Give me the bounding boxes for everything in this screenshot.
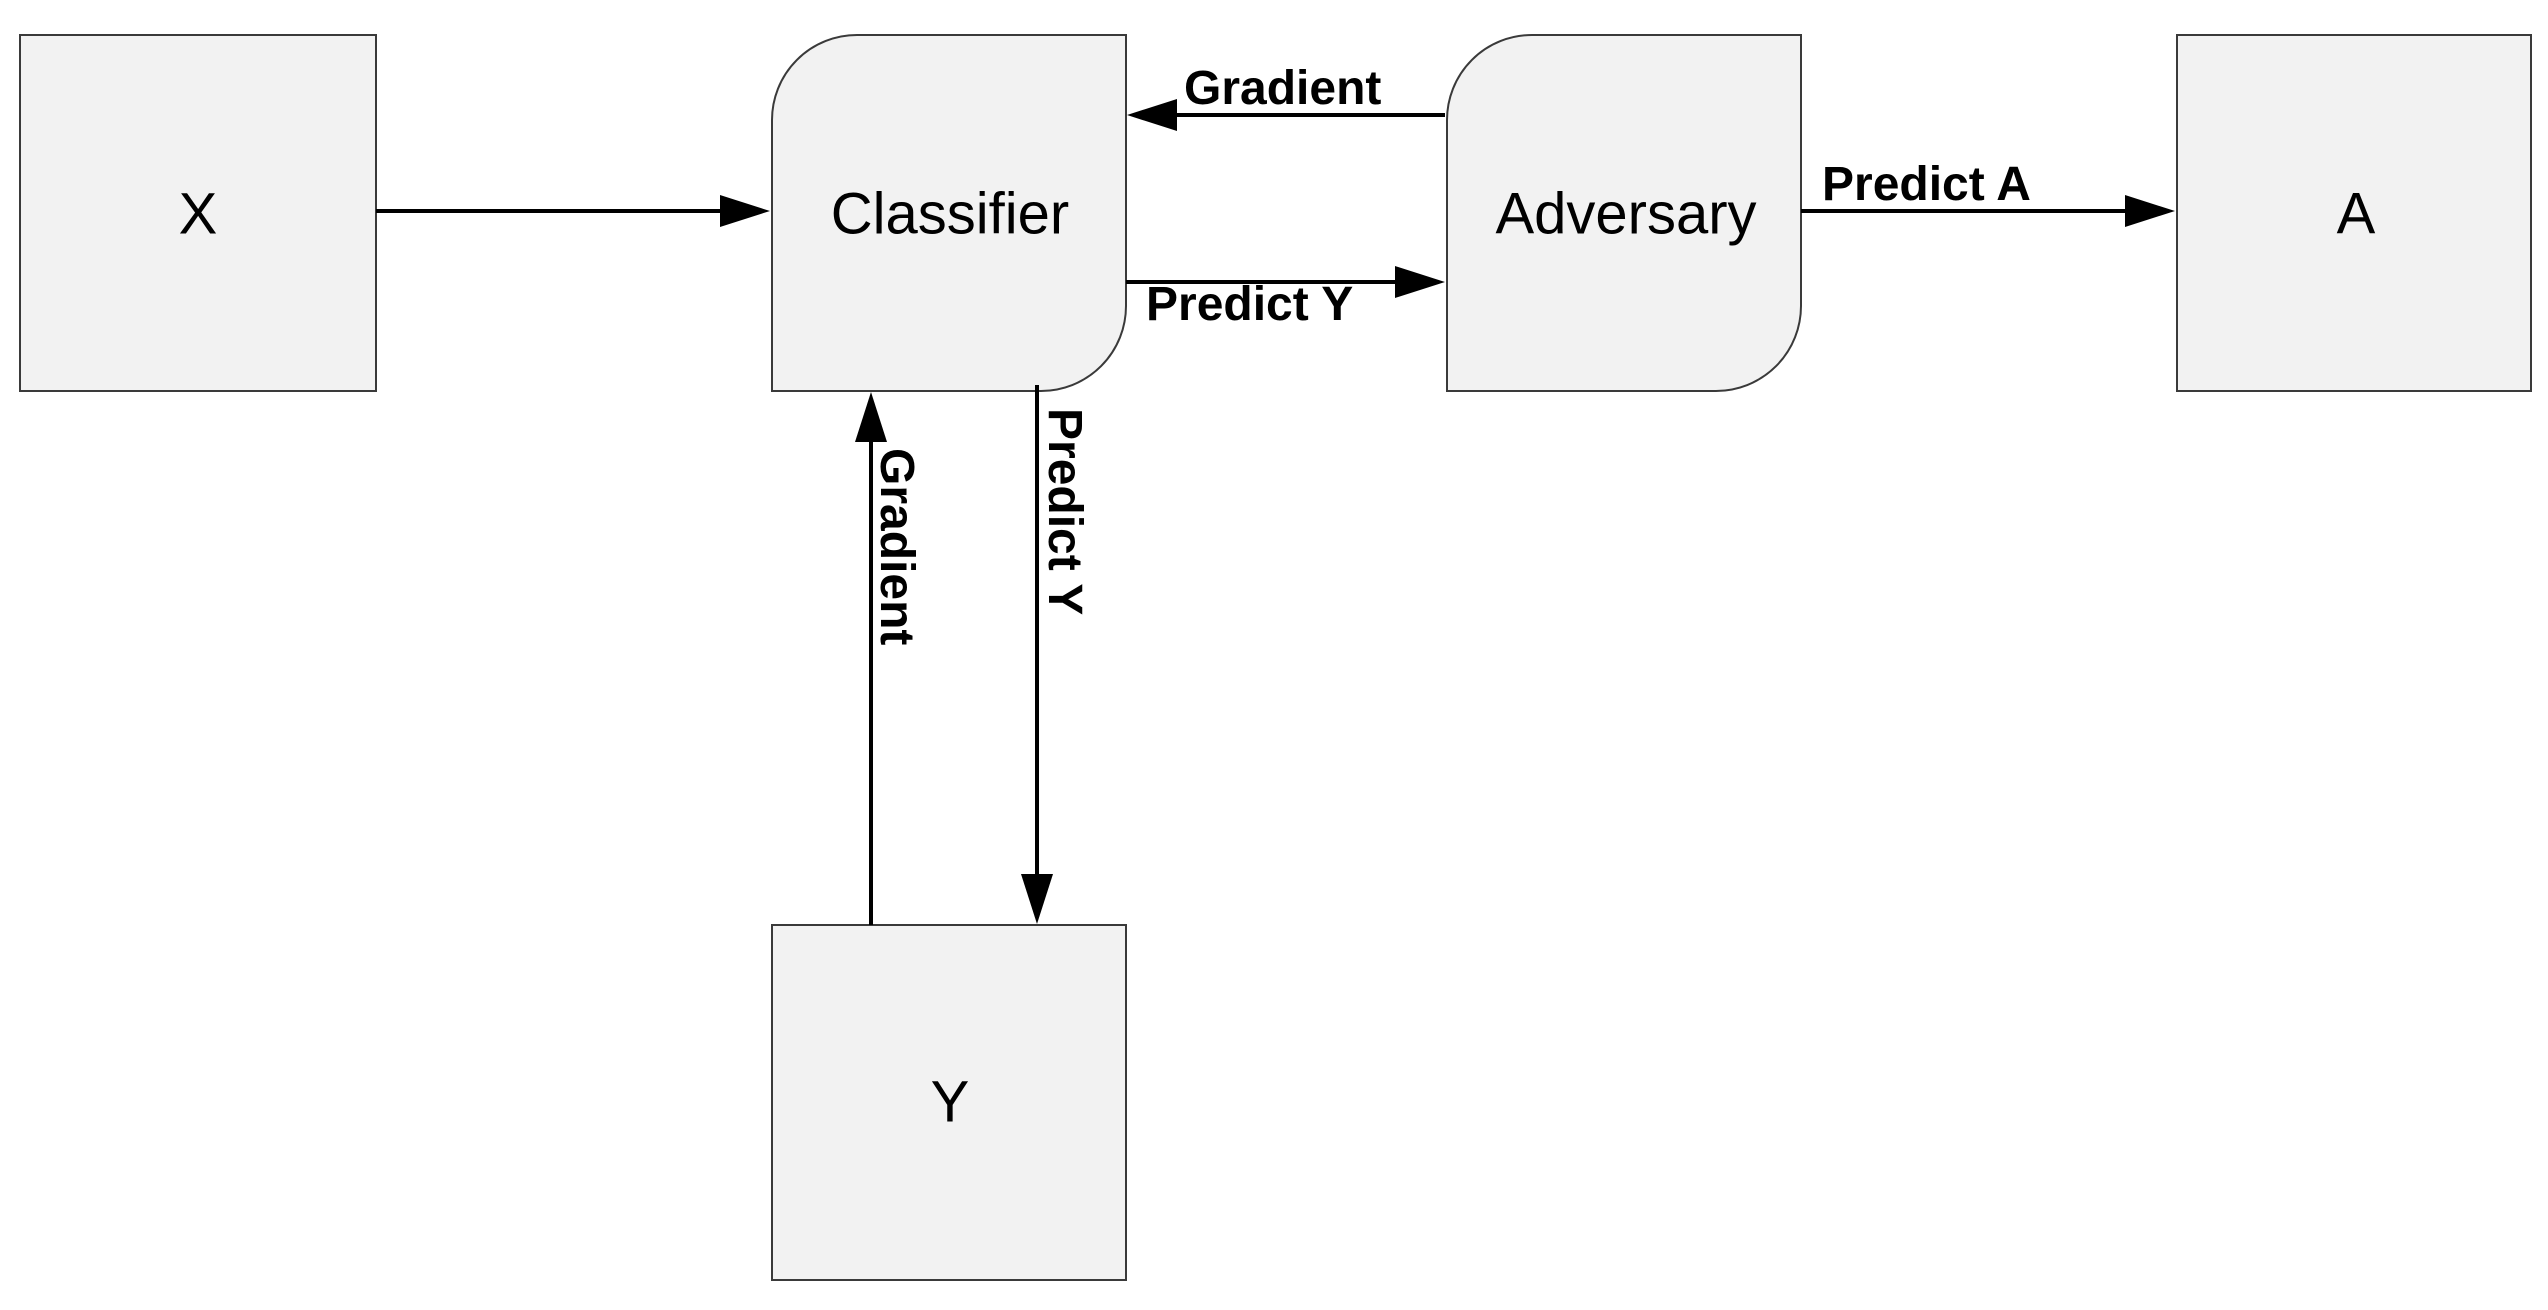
node-x-label: X — [179, 181, 218, 246]
edge-adversary-to-classifier: Gradient — [1127, 62, 1445, 131]
edge-classifier-to-y-label: Predict Y — [1038, 408, 1091, 615]
arrow-head-icon — [2125, 195, 2175, 227]
edge-adversary-to-a: Predict A — [1801, 158, 2175, 227]
edge-classifier-to-y: Predict Y — [1021, 385, 1091, 924]
node-classifier-label: Classifier — [831, 181, 1070, 246]
edge-adversary-to-a-label: Predict A — [1822, 158, 2031, 211]
arrow-head-icon — [1021, 874, 1053, 924]
node-a: A — [2176, 34, 2532, 392]
edge-classifier-to-adversary: Predict Y — [1126, 266, 1445, 331]
node-classifier: Classifier — [771, 34, 1127, 392]
node-a-box — [2176, 34, 2532, 392]
node-adversary-box — [1446, 34, 1802, 392]
edge-y-to-classifier-label: Gradient — [870, 448, 923, 645]
edge-y-to-classifier: Gradient — [855, 392, 923, 925]
arrow-head-icon — [1127, 99, 1177, 131]
node-classifier-box — [771, 34, 1127, 392]
node-adversary-label: Adversary — [1495, 181, 1756, 246]
edge-x-to-classifier — [376, 195, 770, 227]
edge-adversary-to-classifier-label: Gradient — [1184, 62, 1381, 115]
node-y-label: Y — [931, 1069, 970, 1134]
node-a-label: A — [2337, 181, 2376, 246]
edge-classifier-to-adversary-label: Predict Y — [1146, 278, 1353, 331]
node-x: X — [19, 34, 377, 392]
node-adversary: Adversary — [1446, 34, 1802, 392]
node-y-box — [771, 924, 1127, 1281]
arrow-head-icon — [855, 392, 887, 442]
node-y: Y — [771, 924, 1127, 1281]
node-x-box — [19, 34, 377, 392]
arrow-head-icon — [1395, 266, 1445, 298]
arrow-head-icon — [720, 195, 770, 227]
